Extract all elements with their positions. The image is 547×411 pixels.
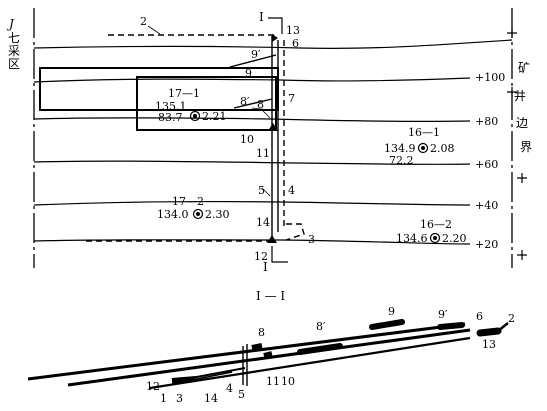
roadway-8-loop <box>136 76 277 131</box>
plan-num-13: 13 <box>286 24 300 37</box>
contour-top <box>33 39 513 49</box>
roadway-3 <box>86 223 305 242</box>
section-mark-bottom-label: I <box>263 260 268 274</box>
boundary-label-1: 矿 <box>518 61 530 75</box>
contour-label-80: +80 <box>475 115 498 128</box>
borehole-16-2-id: 16—2 <box>420 218 452 231</box>
section-labels: 9 9′ 6 2 13 8′ 8 11 10 12 1 3 14 4 5 <box>146 305 515 405</box>
plan-num-4: 4 <box>288 184 295 197</box>
section-roadway-8p <box>297 343 343 355</box>
borehole-17-1-id: 17—1 <box>168 87 200 100</box>
leader-lines <box>147 25 271 197</box>
sec-num-3: 3 <box>176 392 183 405</box>
node-11-marker <box>268 123 278 131</box>
plan-num-5: 5 <box>258 184 265 197</box>
contour-label-40: +40 <box>475 199 498 212</box>
borehole-16-1-thick: 2.08 <box>430 142 455 155</box>
sec-num-5: 5 <box>238 388 245 401</box>
node-13-marker <box>272 34 278 42</box>
sec-num-11: 11 <box>266 375 280 388</box>
area-label-2: 七 <box>8 31 20 45</box>
plan-num-14: 14 <box>256 216 270 229</box>
borehole-17-2-elev: 134.0 <box>157 208 189 221</box>
contour-40 <box>33 201 471 206</box>
sec-num-9p: 9′ <box>438 308 448 321</box>
section-roadway-10-11 <box>263 351 273 359</box>
section-roadway-13 <box>476 327 502 337</box>
sec-num-8: 8 <box>258 326 265 339</box>
plan-num-6: 6 <box>292 37 299 50</box>
section-shaft-8 <box>242 344 248 386</box>
node-12-marker <box>267 235 277 243</box>
plan-num-9p: 9′ <box>251 48 261 61</box>
sec-num-8p: 8′ <box>316 320 326 333</box>
boundary-cross-marks <box>507 28 527 260</box>
section-mark-bottom <box>271 246 288 263</box>
section-roadway-3 <box>171 371 233 385</box>
borehole-17-1-elev: 135.1 <box>155 100 187 113</box>
section-roadway-9 <box>369 319 405 330</box>
plan-num-10: 10 <box>240 133 254 146</box>
borehole-17-1-thick: 2.21 <box>202 110 227 123</box>
plan-num-9: 9 <box>245 67 252 80</box>
borehole-17-2-id: 17—2 <box>172 195 204 208</box>
sec-num-2: 2 <box>508 312 515 325</box>
plan-num-8p: 8′ <box>240 95 250 108</box>
sec-num-14: 14 <box>204 392 218 405</box>
sec-num-10: 10 <box>281 375 295 388</box>
sec-num-4: 4 <box>226 382 233 395</box>
contour-100 <box>33 77 471 83</box>
plan-view <box>33 8 527 268</box>
borehole-16-1-id: 16—1 <box>408 126 440 139</box>
plan-num-2: 2 <box>140 15 147 28</box>
borehole-16-2-elev: 134.6 <box>396 232 428 245</box>
section-roadway-2-end <box>497 322 509 332</box>
roadway-8p <box>233 98 273 109</box>
section-title: I — I <box>256 289 285 303</box>
plan-num-12: 12 <box>254 250 268 263</box>
borehole-16-2-thick: 2.20 <box>442 232 467 245</box>
plan-labels: J 七 采 区 矿 井 边 界 +100 +80 +60 +40 +20 I I… <box>6 10 532 274</box>
roadway-9p <box>229 54 277 68</box>
borehole-16-1-depth: 72.2 <box>389 154 414 167</box>
section-seam-3 <box>149 336 471 390</box>
section-mark-top <box>268 17 283 34</box>
boundary-label-4: 界 <box>520 140 532 154</box>
section-mark-top-label: I <box>259 10 264 24</box>
contour-label-20: +20 <box>475 238 498 251</box>
plan-num-3: 3 <box>308 233 315 246</box>
borehole-symbols <box>189 110 441 244</box>
area-label-j: J <box>6 17 15 31</box>
boundary-label-3: 边 <box>516 116 528 130</box>
sec-num-12: 12 <box>146 380 160 393</box>
contour-label-100: +100 <box>475 71 505 84</box>
borehole-17-2-thick: 2.30 <box>205 208 230 221</box>
borehole-16-1-elev: 134.9 <box>384 142 416 155</box>
contour-20 <box>33 239 471 245</box>
contour-80 <box>33 117 471 122</box>
boundary-label-2: 井 <box>514 89 526 103</box>
section-roadway-8 <box>251 343 263 351</box>
plan-num-8: 8 <box>257 98 264 111</box>
contour-label-60: +60 <box>475 158 498 171</box>
section-roadway-6 <box>437 322 465 330</box>
area-label-3: 采 <box>8 44 20 58</box>
area-label-4: 区 <box>8 57 20 71</box>
plan-num-7: 7 <box>288 92 295 105</box>
sec-num-13: 13 <box>482 338 496 351</box>
borehole-17-1-depth: 83.7 <box>158 111 183 124</box>
contour-60 <box>33 160 471 166</box>
section-view <box>27 319 509 390</box>
plan-num-11: 11 <box>256 147 270 160</box>
sec-num-1: 1 <box>160 392 167 405</box>
sec-num-6: 6 <box>476 310 483 323</box>
sec-num-9: 9 <box>388 305 395 318</box>
